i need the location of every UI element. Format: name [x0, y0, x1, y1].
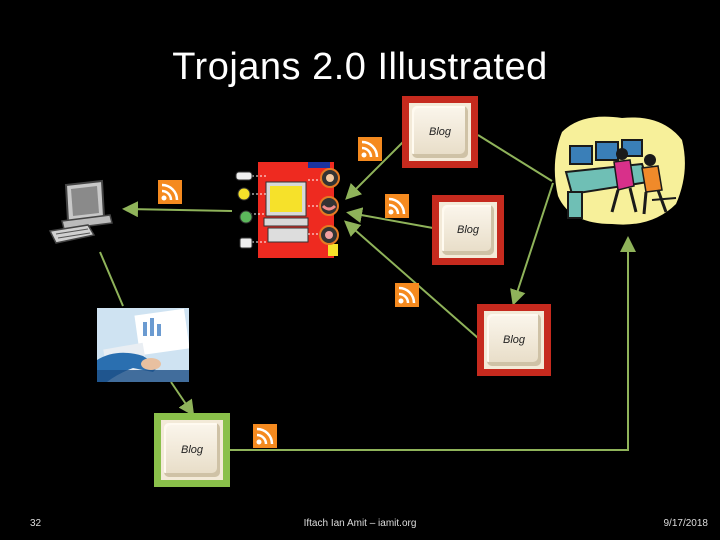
rss-icon	[158, 180, 182, 204]
connector-blog1-to-trojan	[345, 139, 406, 200]
rss-icon	[395, 283, 419, 307]
workstation-operators-icon	[554, 116, 685, 225]
connector-computer-to-analyst	[99, 251, 124, 307]
connector-analyst-to-blog4	[170, 381, 195, 417]
rss-icon	[358, 137, 382, 161]
connector-trojan-to-computer	[122, 201, 233, 218]
connector-blog2-to-trojan	[346, 207, 434, 229]
connector-blog3-to-trojan	[343, 220, 479, 339]
slide-title: Trojans 2.0 Illustrated	[172, 46, 548, 88]
rss-icon	[385, 194, 409, 218]
blog-key-label: Blog	[502, 334, 526, 346]
blog-key-label: Blog	[428, 126, 452, 138]
connector-blog4-to-workstation	[229, 236, 636, 451]
blog-key-3: Blog	[477, 304, 551, 376]
analyst-hands-icon	[97, 308, 189, 382]
rss-icon	[253, 424, 277, 448]
footer-date: 9/17/2018	[663, 518, 709, 529]
blog-key-label: Blog	[180, 444, 204, 456]
blog-key-2: Blog	[432, 195, 504, 265]
blog-key-4: Blog	[154, 413, 230, 487]
footer-author: Iftach Ian Amit – iamit.org	[303, 518, 417, 529]
blog-key-1: Blog	[402, 96, 478, 168]
slide-number: 32	[30, 518, 42, 529]
computer-icon	[48, 179, 113, 244]
connector-blog1-to-workstation	[477, 134, 553, 182]
trojan-computer-icon	[235, 162, 340, 258]
connector-workstation-to-blog3	[510, 182, 554, 306]
blog-key-label: Blog	[456, 224, 480, 236]
